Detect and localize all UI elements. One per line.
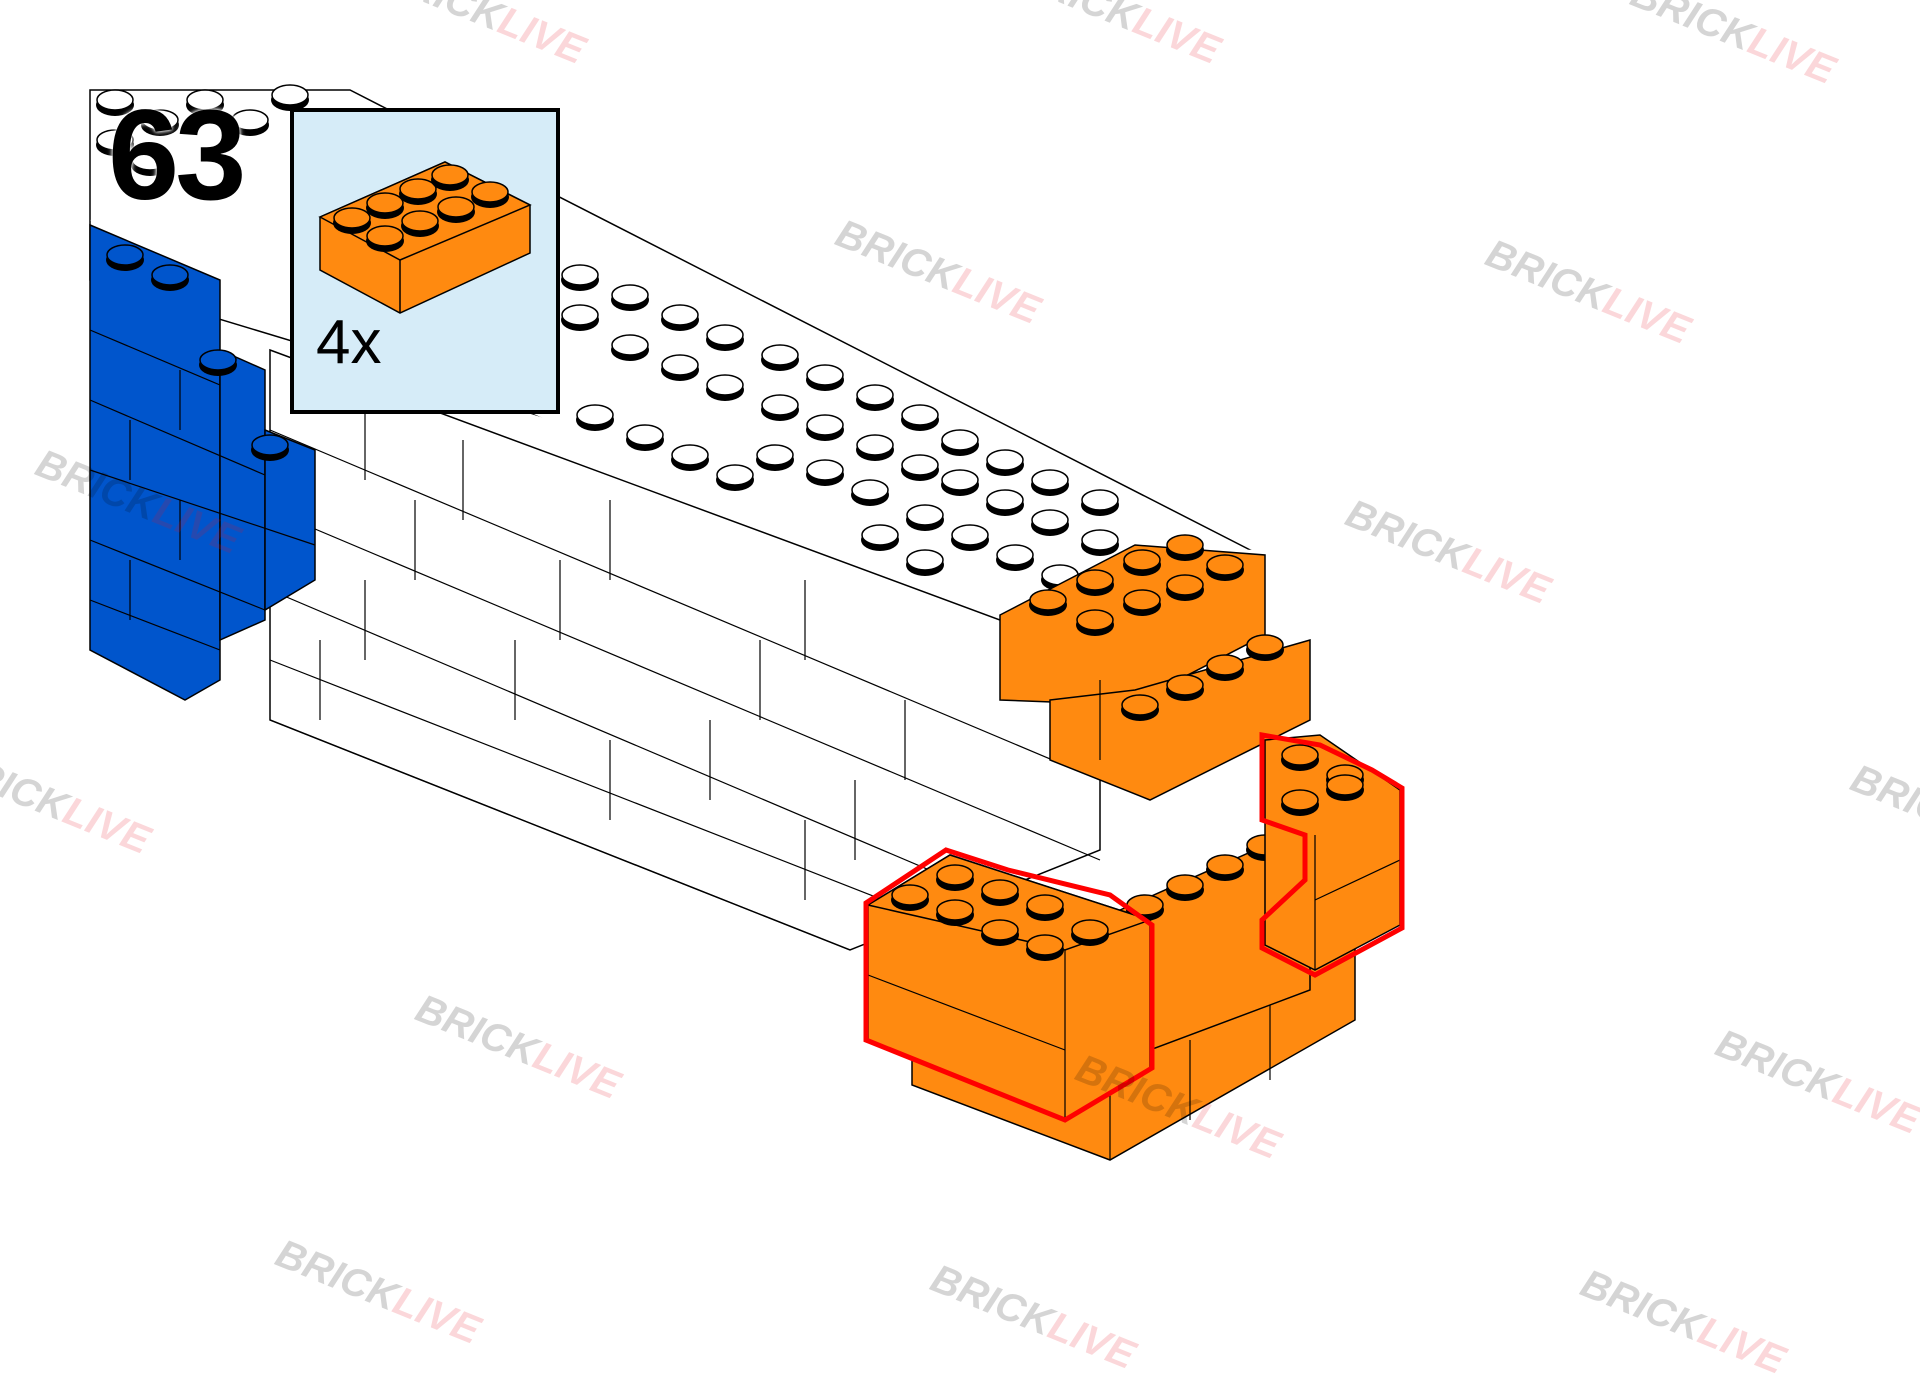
part-quantity: 4x [316,308,382,377]
step-number: 63 [108,84,246,227]
blue-bricks [89,223,316,701]
existing-orange-bricks [999,534,1311,801]
new-orange-bricks [863,732,1405,1161]
parts-callout: 4x [290,108,560,414]
callout-brick-icon [318,161,532,314]
